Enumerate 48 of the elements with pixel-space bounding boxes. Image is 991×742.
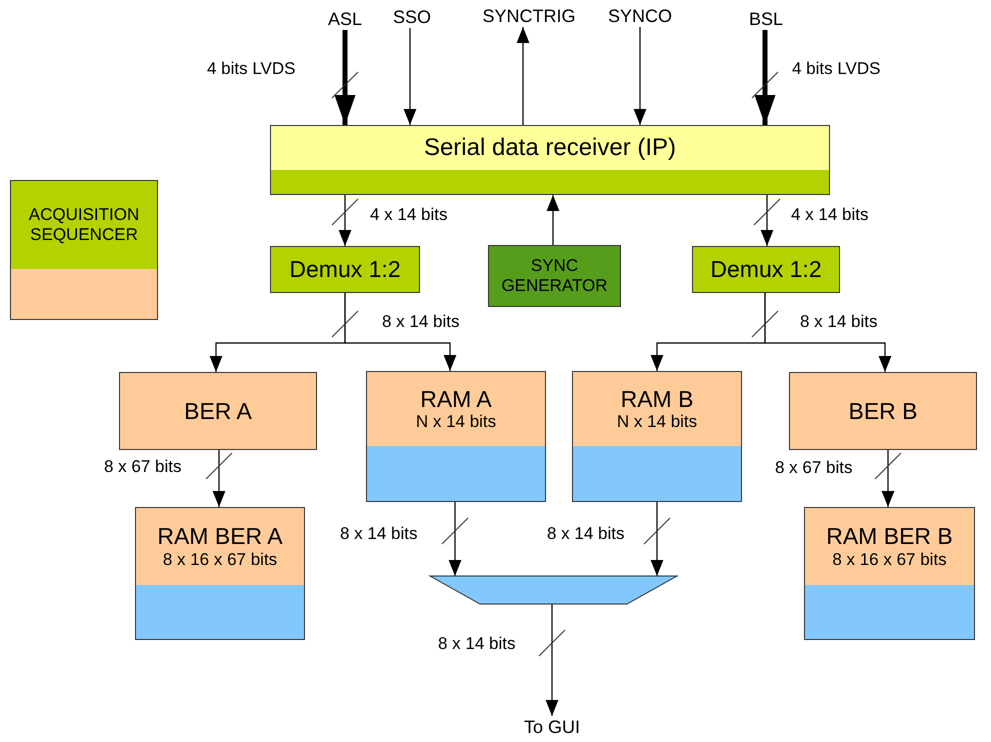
arrow <box>882 450 894 507</box>
memory-size: N x 14 bits <box>416 412 496 432</box>
signal-name: SYNCTRIG <box>475 5 583 27</box>
arrow <box>516 27 530 125</box>
memory-block <box>804 507 975 640</box>
arrow <box>334 30 356 125</box>
arrow <box>404 28 416 125</box>
memory-title: RAM B <box>620 386 694 412</box>
memory-title: RAM A <box>419 386 493 412</box>
memory-block <box>135 507 305 640</box>
arrow <box>546 604 558 716</box>
signal-name: BSL <box>743 8 789 30</box>
process-block <box>270 246 420 293</box>
receiver-block <box>270 125 830 195</box>
arrow <box>754 30 776 125</box>
process-block <box>789 372 977 450</box>
arrow <box>546 195 560 245</box>
signal-name: To GUI <box>510 716 594 740</box>
memory-size: 8 x 16 x 67 bits <box>832 550 947 570</box>
memory-size: N x 14 bits <box>616 412 698 432</box>
signal-name: ASL <box>322 8 368 30</box>
box-label: BER A <box>183 398 253 424</box>
arrow <box>448 502 462 576</box>
process-block <box>488 245 621 307</box>
box-label: BER B <box>847 398 919 424</box>
process-block <box>119 372 317 450</box>
arrow <box>212 450 226 507</box>
memory-block <box>572 371 742 502</box>
memory-size: 8 x 16 x 67 bits <box>162 550 278 570</box>
box-label: Demux 1:2 <box>288 256 402 283</box>
box-label: Demux 1:2 <box>709 256 823 283</box>
arrow <box>764 293 892 372</box>
arrow <box>634 27 646 125</box>
arrow <box>344 293 456 371</box>
signal-name: SSO <box>390 6 434 28</box>
box-label: Serial data receiver (IP) <box>422 134 678 162</box>
signal-name: SYNCO <box>602 5 678 27</box>
mux-trapezoid <box>430 576 677 604</box>
process-block <box>692 246 840 293</box>
box-label: ACQUISITION SEQUENCER <box>28 205 140 245</box>
sequencer-block <box>10 180 158 320</box>
arrow <box>760 195 774 246</box>
memory-title: RAM BER B <box>825 523 954 550</box>
box-label: SYNC GENERATOR <box>500 256 609 296</box>
memory-title: RAM BER A <box>156 523 284 550</box>
arrow <box>338 195 352 246</box>
arrow <box>650 502 664 576</box>
memory-block <box>366 371 546 502</box>
